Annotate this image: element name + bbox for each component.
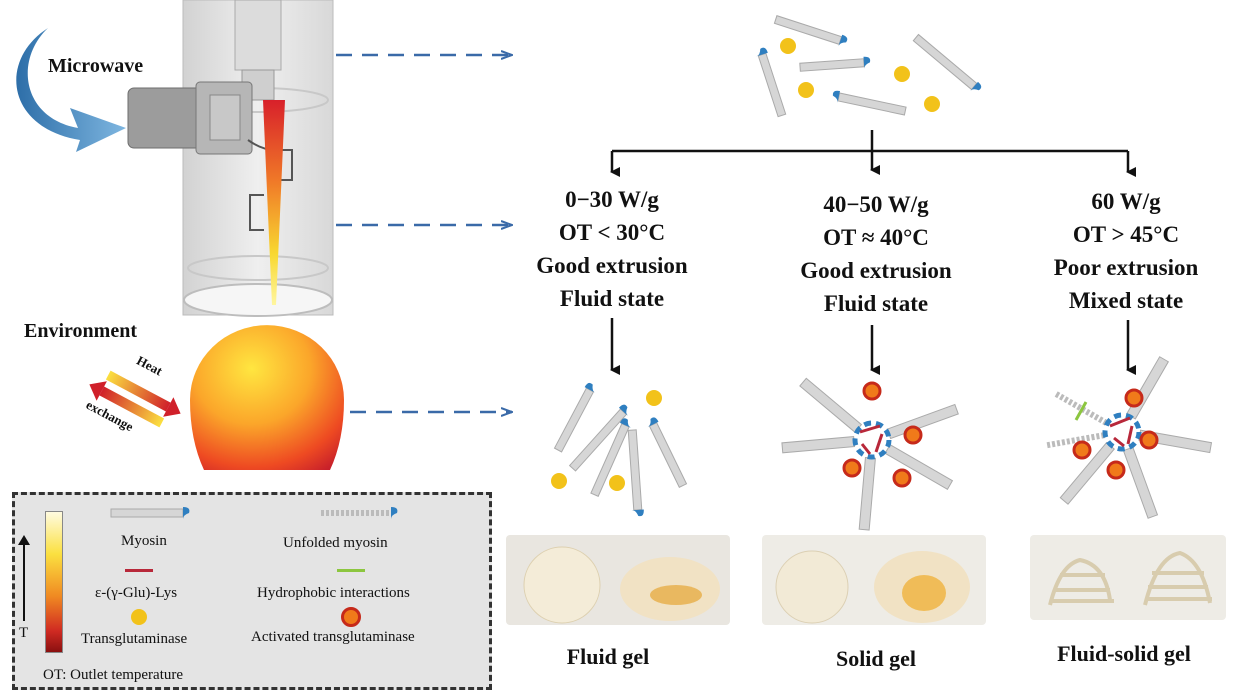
condition-high-power: 60 W/g OT > 45°C Poor extrusion Mixed st… (1011, 185, 1235, 317)
condition-state: Fluid state (823, 291, 929, 316)
legend-unfolded-myosin: Unfolded myosin (283, 535, 388, 551)
condition-ot: OT < 30°C (558, 220, 666, 245)
initial-myosin-cluster (756, 15, 982, 118)
legend-activated-transglutaminase: Activated transglutaminase (251, 629, 415, 645)
temperature-scale (45, 511, 63, 653)
legend-transglutaminase: Transglutaminase (81, 631, 188, 647)
fluid-gel-photo (506, 535, 730, 625)
condition-extrusion: Good extrusion (536, 253, 688, 278)
condition-power: 0−30 W/g (565, 187, 659, 212)
condition-low-power: 0−30 W/g OT < 30°C Good extrusion Fluid … (497, 183, 727, 315)
gel-label-fluid-solid: Fluid-solid gel (1057, 641, 1191, 666)
legend-myosin: Myosin (121, 533, 167, 549)
gel-label-fluid: Fluid gel (566, 644, 650, 669)
solid-gel-network (781, 377, 959, 531)
condition-state: Fluid state (559, 286, 665, 311)
legend-crosslink: ε-(γ-Glu)-Lys (95, 585, 178, 601)
condition-power: 60 W/g (1091, 189, 1161, 214)
microwave-arrow-icon (16, 28, 127, 152)
activated-transglutaminase-icon (341, 607, 361, 627)
fluid-solid-gel-network (1044, 356, 1213, 519)
condition-extrusion: Poor extrusion (1053, 255, 1199, 280)
crosslink-icon (125, 569, 153, 572)
unfolded-myosin-icon (321, 507, 398, 519)
transglutaminase-icon (131, 609, 147, 625)
temperature-axis (23, 543, 25, 621)
condition-extrusion: Good extrusion (800, 258, 952, 283)
legend-panel: T Myosin Unfolded myosin ε-(γ-Glu)-Lys H… (12, 492, 492, 690)
legend-hydrophobic: Hydrophobic interactions (257, 585, 410, 601)
microwave-label: Microwave (48, 55, 144, 77)
legend-ot-note: OT: Outlet temperature (43, 667, 184, 683)
fluid-gel-molecules (551, 382, 688, 517)
condition-ot: OT ≈ 40°C (823, 225, 929, 250)
fluid-solid-gel-photo (1030, 535, 1226, 620)
environment-label: Environment (24, 320, 137, 342)
condition-power: 40−50 W/g (823, 192, 929, 217)
branch-connectors (610, 130, 1136, 375)
condition-mid-power: 40−50 W/g OT ≈ 40°C Good extrusion Fluid… (761, 188, 991, 320)
printed-sphere (190, 325, 344, 470)
gel-label-solid: Solid gel (835, 646, 917, 671)
condition-state: Mixed state (1068, 288, 1184, 313)
hydrophobic-icon (337, 569, 365, 572)
arrow-up-icon (18, 535, 30, 545)
myosin-icon (110, 507, 190, 519)
temperature-axis-label: T (19, 625, 29, 641)
solid-gel-photo (762, 535, 986, 625)
printer-illustration (127, 0, 334, 317)
condition-ot: OT > 45°C (1072, 222, 1180, 247)
heat-exchange-arrows-icon (89, 370, 181, 428)
